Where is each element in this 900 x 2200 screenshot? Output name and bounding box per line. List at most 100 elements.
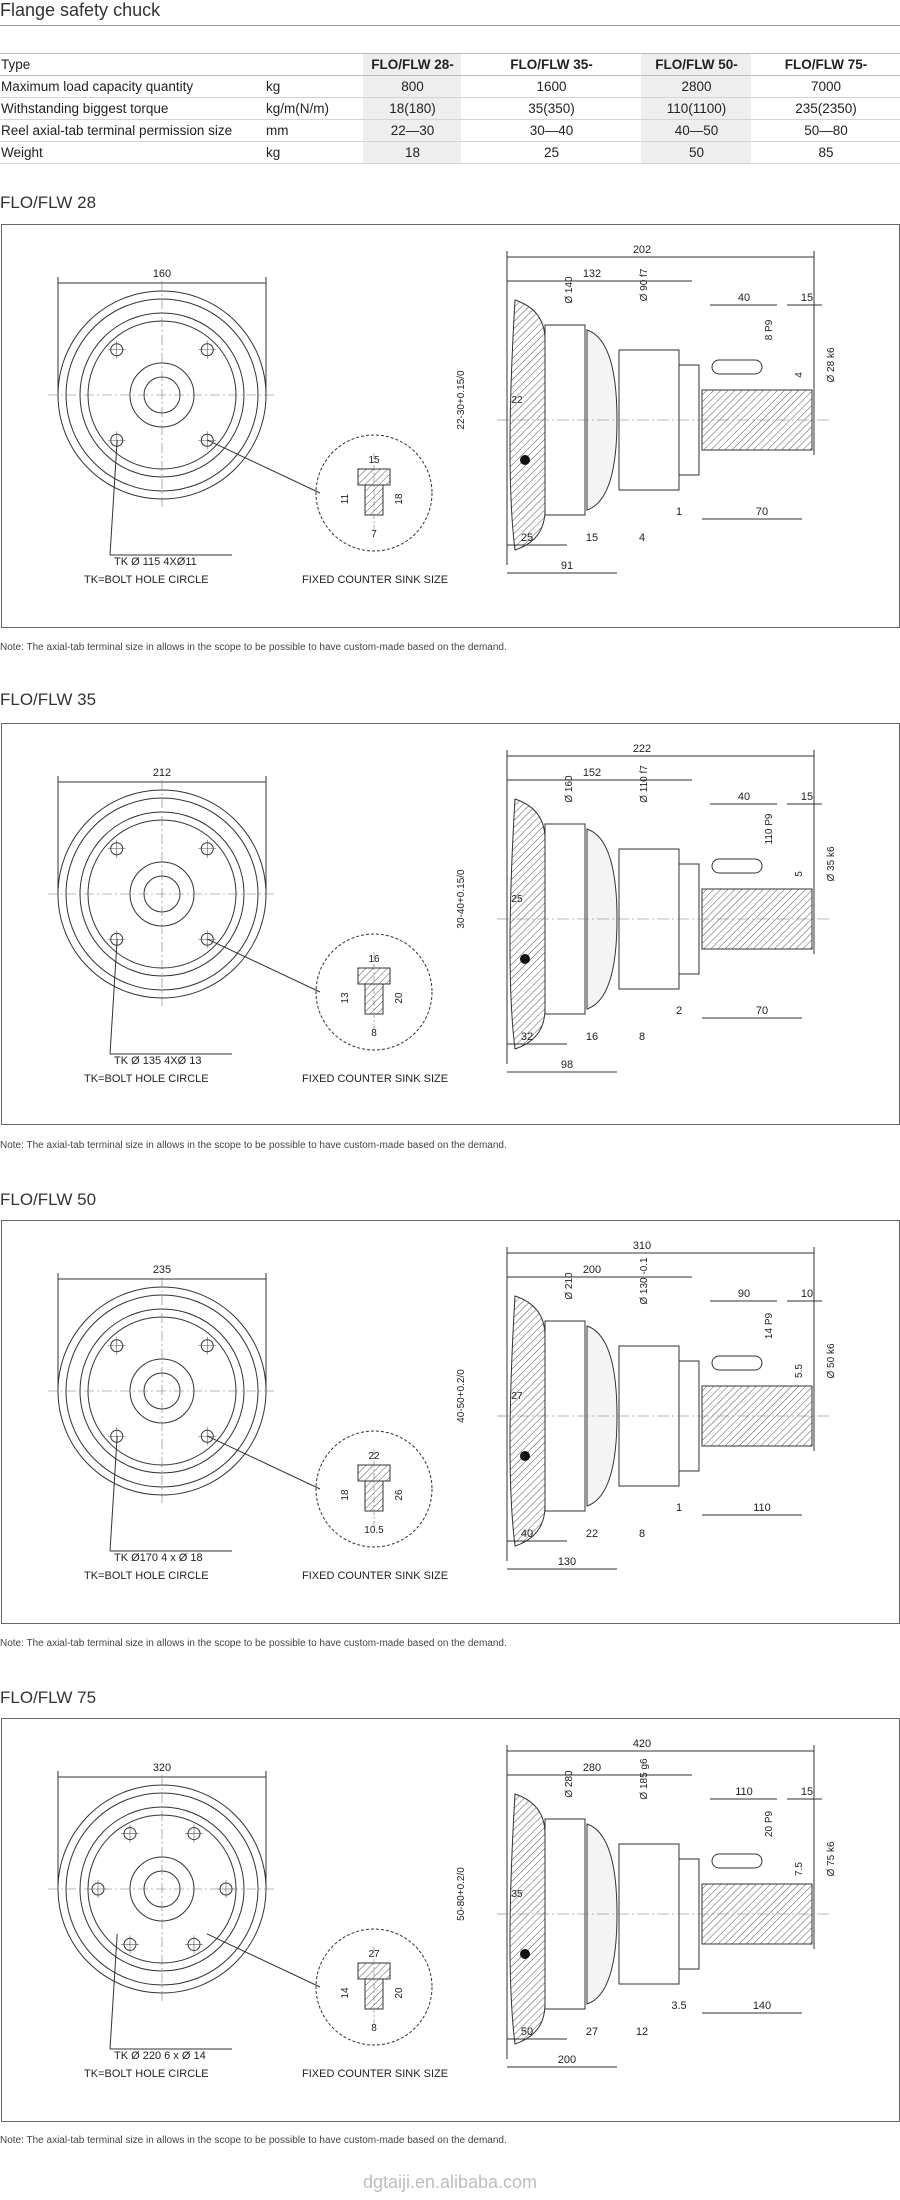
detail-circle <box>315 933 433 1051</box>
bottom-dim-3: 8 <box>639 1528 645 1540</box>
bottom-dim-1: 32 <box>521 1031 533 1043</box>
end-length-dim: 15 <box>801 791 813 803</box>
sink-right-dim: 20 <box>394 1987 405 1999</box>
bottom-dim-2: 16 <box>586 1031 598 1043</box>
bottom-dim-3: 8 <box>639 1031 645 1043</box>
spec-value: 85 <box>751 141 900 164</box>
drawing-box-flo35: 212 TK Ø 135 4XØ 13 TK=BOLT HOLE CIRCLE 16 1… <box>1 723 900 1125</box>
spec-label: Withstanding biggest torque <box>0 97 265 120</box>
outer-diameter-label: 235 <box>153 1264 171 1276</box>
bottom-dim-4: 3.5 <box>671 2000 686 2012</box>
bottom-dim-1: 40 <box>521 1528 533 1540</box>
keyway <box>711 858 763 874</box>
bore-range-dim: 50-80+0.2/0 <box>456 1867 467 1921</box>
sink-left-dim: 13 <box>340 992 351 1004</box>
tk-spec-label: TK Ø 220 6 x Ø 14 <box>114 2050 206 2062</box>
section-title-flo28: FLO/FLW 28 <box>0 193 97 212</box>
flange-diameter-dim: Ø 160 <box>564 775 575 803</box>
sink-left-dim: 11 <box>340 493 351 504</box>
lock-ball <box>520 1451 530 1461</box>
detail-circle <box>315 434 433 552</box>
lock-ball <box>520 1949 530 1959</box>
inner-bore-dim: 27 <box>511 1391 523 1402</box>
spec-header-unit <box>265 53 363 76</box>
flange-section <box>509 1295 546 1547</box>
tk-definition-label: TK=BOLT HOLE CIRCLE <box>84 1073 209 1085</box>
sink-bottom-dim: 8 <box>371 1028 377 1039</box>
shaft-length-dim: 70 <box>756 1005 768 1017</box>
bore-range-dim: 40-50+0.2/0 <box>456 1369 467 1423</box>
sink-left-dim: 18 <box>340 1489 351 1501</box>
body-length-dim: 152 <box>583 767 601 779</box>
leader-line <box>109 439 118 556</box>
end-length-dim: 15 <box>801 292 813 304</box>
bottom-total-dim: 98 <box>561 1059 573 1071</box>
bottom-dim-1: 50 <box>521 2026 533 2038</box>
tk-spec-label: TK Ø170 4 x Ø 18 <box>114 1552 203 1564</box>
spec-value: 18(180) <box>363 97 461 120</box>
tk-spec-label: TK Ø 135 4XØ 13 <box>114 1055 201 1067</box>
sink-size-label: FIXED COUNTER SINK SIZE <box>302 1073 448 1085</box>
overall-length-dim: 202 <box>633 244 651 256</box>
spec-header-type: Type <box>0 53 265 76</box>
spec-value: 110(1100) <box>641 97 751 120</box>
shaft-diameter-dim: Ø 35 k6 <box>826 846 837 881</box>
flange-section <box>509 798 546 1050</box>
body-length-dim: 200 <box>583 1264 601 1276</box>
hub-diameter-dim: Ø 130 -0.1 <box>639 1257 650 1305</box>
spec-unit: mm <box>265 119 363 142</box>
sink-top-dim: 27 <box>368 1949 380 1960</box>
key-height-dim: 7.5 <box>794 1862 805 1876</box>
tk-definition-label: TK=BOLT HOLE CIRCLE <box>84 1570 209 1582</box>
sink-bottom-dim: 7 <box>371 529 377 540</box>
sink-left-dim: 14 <box>340 1987 351 1999</box>
outer-diameter-label: 212 <box>153 767 171 779</box>
spec-header-flo35: FLO/FLW 35- <box>461 53 641 76</box>
section-title-flo35: FLO/FLW 35 <box>0 690 97 709</box>
tk-definition-label: TK=BOLT HOLE CIRCLE <box>84 2068 209 2080</box>
spec-value: 25 <box>461 141 641 164</box>
note-flo75: Note: The axial-tab terminal size in all… <box>0 2135 507 2146</box>
bore-range-dim: 22-30+0.15/0 <box>456 370 467 430</box>
spec-label: Maximum load capacity quantity <box>0 75 265 98</box>
spec-value: 800 <box>363 75 461 98</box>
hub-diameter-dim: Ø 110 f7 <box>639 765 650 803</box>
spec-value: 50 <box>641 141 751 164</box>
shaft-diameter-dim: Ø 75 k6 <box>826 1841 837 1876</box>
note-flo50: Note: The axial-tab terminal size in all… <box>0 1638 507 1649</box>
spec-value: 7000 <box>751 75 900 98</box>
body-length-dim: 132 <box>583 268 601 280</box>
spec-value: 50—80 <box>751 119 900 142</box>
leader-line <box>109 1435 118 1552</box>
key-width-dim: 110 P9 <box>764 813 775 844</box>
flange-diameter-dim: Ø 140 <box>564 276 575 304</box>
spec-header-flo50: FLO/FLW 50- <box>641 53 751 76</box>
inner-bore-dim: 22 <box>511 395 523 406</box>
flange-section <box>509 1793 546 2045</box>
keyway <box>711 1355 763 1371</box>
sink-right-dim: 26 <box>394 1489 405 1501</box>
bottom-dim-2: 15 <box>586 532 598 544</box>
drawing-flo35: 212 TK Ø 135 4XØ 13 TK=BOLT HOLE CIRCLE 16 1… <box>48 743 837 1085</box>
note-flo35: Note: The axial-tab terminal size in all… <box>0 1140 507 1151</box>
detail-leader <box>206 1933 321 1988</box>
spec-header-flo75: FLO/FLW 75- <box>751 53 900 76</box>
bottom-total-dim: 130 <box>558 1556 576 1568</box>
bottom-dim-3: 4 <box>639 532 645 544</box>
bottom-total-dim: 200 <box>558 2054 576 2066</box>
spec-unit: kg <box>265 141 363 164</box>
key-height-dim: 4 <box>794 372 805 378</box>
end-length-dim: 10 <box>801 1288 813 1300</box>
spec-value: 30—40 <box>461 119 641 142</box>
leader-line <box>109 1933 118 2050</box>
bottom-dim-4: 1 <box>676 1502 682 1514</box>
detail-leader <box>206 1435 321 1490</box>
section-title-flo50: FLO/FLW 50 <box>0 1190 97 1209</box>
keyway <box>711 359 763 375</box>
flange-section <box>509 299 546 551</box>
